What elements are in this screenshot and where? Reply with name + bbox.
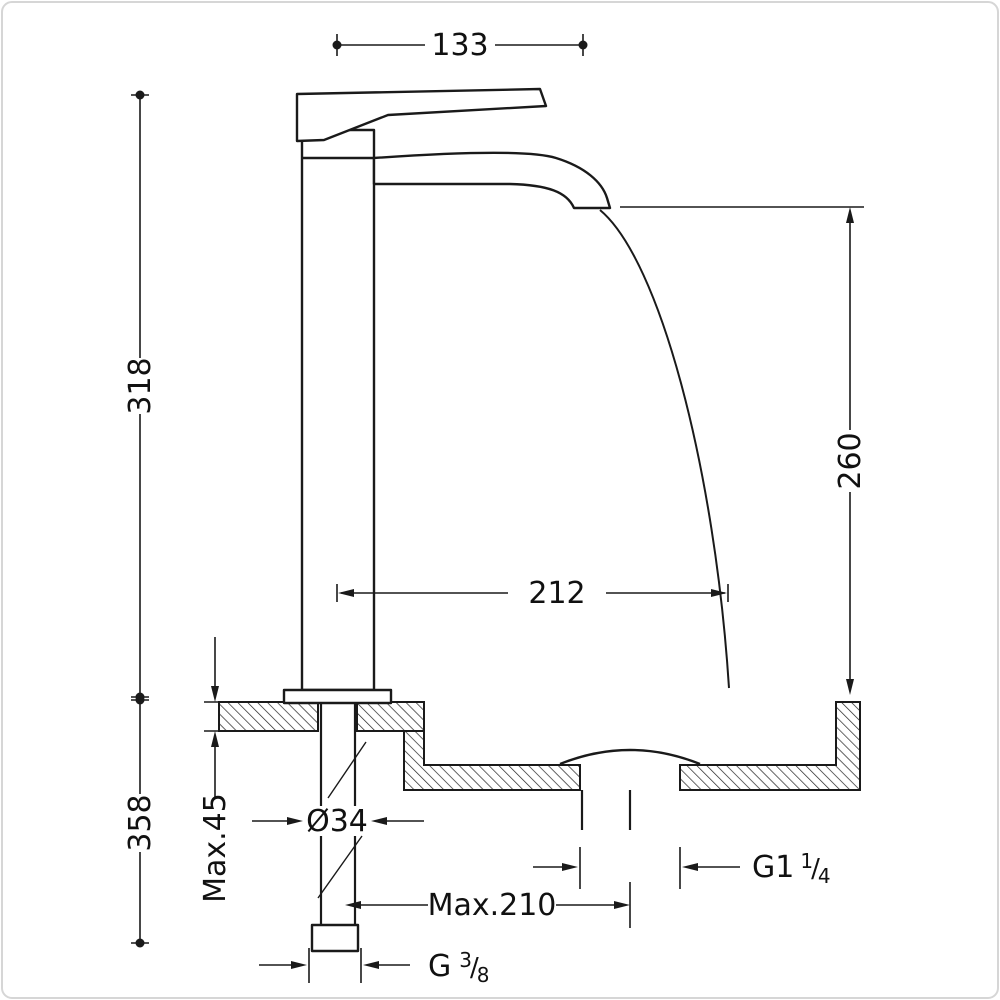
dim-318-dot-top: [135, 90, 145, 100]
dim-212-arrow-right: [711, 589, 727, 597]
shank-break-marks: [317, 741, 367, 899]
dim-358-label: 358: [123, 794, 158, 851]
dim-260-arrow-up: [846, 207, 854, 223]
dim-g114-numerator: 1: [800, 849, 813, 873]
dim-358-dot-top: [135, 695, 145, 705]
dim-133-dot-left: [332, 40, 342, 50]
countertop-right-section: [356, 701, 425, 732]
dim-dia34-arrow-right: [287, 817, 303, 825]
dimension-max210: Max.210: [345, 882, 631, 928]
dim-g38-arrow-left: [363, 961, 379, 969]
dim-260-label: 260: [833, 432, 868, 489]
threaded-shank: [319, 703, 357, 925]
dim-133-dot-right: [578, 40, 588, 50]
dim-dia34-label: Ø34: [306, 804, 368, 839]
supply-connector-nut: [310, 923, 360, 953]
dim-g114-prefix: G1: [752, 850, 794, 885]
dim-max45-arrow-up: [211, 731, 219, 747]
dim-g38-lines: [259, 948, 410, 983]
dim-dia34-arrow-left: [371, 817, 387, 825]
dim-max45-arrow-down: [211, 686, 219, 702]
dimension-212: 212: [336, 576, 729, 611]
dim-g38-denominator: 8: [477, 963, 490, 987]
dim-g114-arrow-right: [562, 863, 578, 871]
basin-right-wall-and-floor: [679, 701, 861, 791]
basin-left-wall-and-floor: [403, 730, 581, 791]
drain-overflow-dome: [559, 748, 701, 766]
dimension-133: 133: [332, 28, 588, 63]
dim-g38-numerator: 3: [459, 948, 472, 972]
dim-133-label: 133: [431, 28, 488, 63]
dim-max45-label: Max.45: [198, 793, 233, 903]
dimension-dia34: Ø34: [252, 804, 424, 839]
dim-212-label: 212: [528, 576, 585, 611]
dim-212-lines: [336, 584, 729, 602]
dim-g38-arrow-right: [291, 961, 307, 969]
dim-260-arrow-down: [846, 679, 854, 695]
dim-max210-arrow-left: [345, 901, 361, 909]
mounting-flange: [282, 688, 393, 705]
dim-260-lines: [620, 206, 864, 679]
dim-g114-lines: [533, 847, 740, 889]
dim-g38-prefix: G: [428, 949, 451, 984]
dim-max210-arrow-right: [614, 901, 630, 909]
faucet-body: [300, 128, 376, 692]
dim-212-arrow-left: [338, 589, 354, 597]
faucet-spout: [372, 151, 612, 210]
countertop-left-section: [218, 701, 319, 732]
dimension-max45: Max.45: [198, 637, 233, 903]
dimension-358: 358: [123, 695, 158, 948]
dim-g114-denominator: 4: [818, 864, 831, 888]
dim-318-label: 318: [123, 357, 158, 414]
dimension-260: 260: [620, 206, 868, 695]
faucet: [282, 87, 730, 953]
dim-max45-lines: [204, 637, 219, 798]
installation-cross-section: [218, 701, 861, 830]
dim-g38-slash: /: [470, 953, 479, 983]
faucet-handle: [295, 87, 548, 143]
water-stream: [599, 209, 730, 689]
drain-tailpipe-lines: [580, 790, 632, 830]
dim-g114-arrow-left: [682, 863, 698, 871]
dim-358-dot-bottom: [135, 938, 145, 948]
dim-g114-slash: /: [811, 854, 820, 884]
dimension-318: 318: [123, 90, 158, 702]
dim-max210-label: Max.210: [428, 888, 557, 923]
